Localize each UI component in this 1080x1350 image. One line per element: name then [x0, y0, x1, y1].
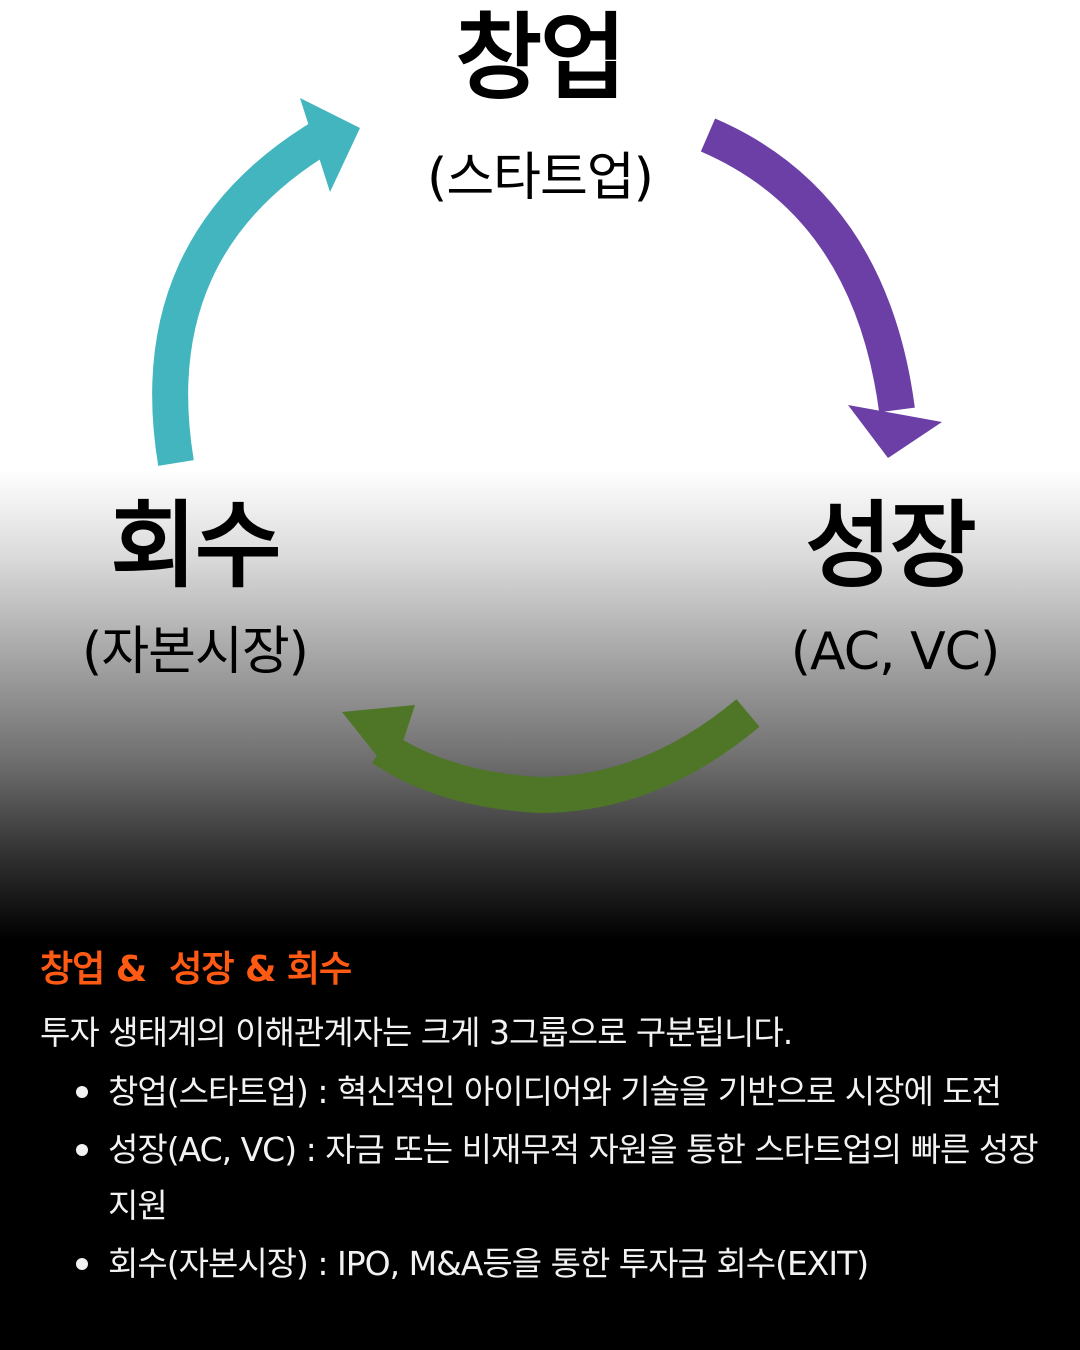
info-bullet-list: 창업(스타트업) : 혁신적인 아이디어와 기술을 기반으로 시장에 도전 성장…	[40, 1064, 1040, 1292]
info-section: 창업 & 성장 & 회수 투자 생태계의 이해관계자는 크게 3그룹으로 구분됩…	[40, 940, 1040, 1294]
bullet-dot-icon	[76, 1144, 88, 1156]
bullet-item-startup: 창업(스타트업) : 혁신적인 아이디어와 기술을 기반으로 시장에 도전	[40, 1064, 1040, 1120]
node-startup-subtitle: (스타트업)	[427, 148, 654, 208]
bullet-text: 성장(AC, VC) : 자금 또는 비재무적 자원을 통한 스타트업의 빠른 …	[108, 1130, 1039, 1225]
arrow-growth-to-exit	[372, 699, 760, 814]
bullet-item-growth: 성장(AC, VC) : 자금 또는 비재무적 자원을 통한 스타트업의 빠른 …	[40, 1122, 1040, 1234]
node-growth-title: 성장	[805, 492, 977, 601]
bullet-text: 창업(스타트업) : 혁신적인 아이디어와 기술을 기반으로 시장에 도전	[108, 1072, 1002, 1111]
bullet-text: 회수(자본시장) : IPO, M&A등을 통한 투자금 회수(EXIT)	[108, 1244, 869, 1283]
node-growth-subtitle: (AC, VC)	[790, 622, 1000, 682]
bullet-dot-icon	[76, 1086, 88, 1098]
bullet-item-exit: 회수(자본시장) : IPO, M&A등을 통한 투자금 회수(EXIT)	[40, 1236, 1040, 1292]
arrowhead-exit-to-startup	[300, 98, 360, 192]
arrow-startup-to-growth	[700, 118, 915, 413]
arrowhead-startup-to-growth	[848, 405, 942, 458]
info-intro: 투자 생태계의 이해관계자는 크게 3그룹으로 구분됩니다.	[40, 1013, 793, 1052]
bullet-dot-icon	[76, 1258, 88, 1270]
node-exit-title: 회수	[110, 492, 282, 601]
node-startup-title: 창업	[455, 4, 627, 113]
arrowhead-growth-to-exit	[342, 705, 415, 775]
info-title: 창업 & 성장 & 회수	[40, 949, 352, 990]
cycle-diagram	[152, 98, 942, 814]
node-exit-subtitle: (자본시장)	[82, 622, 309, 682]
arrow-exit-to-startup	[152, 119, 335, 466]
